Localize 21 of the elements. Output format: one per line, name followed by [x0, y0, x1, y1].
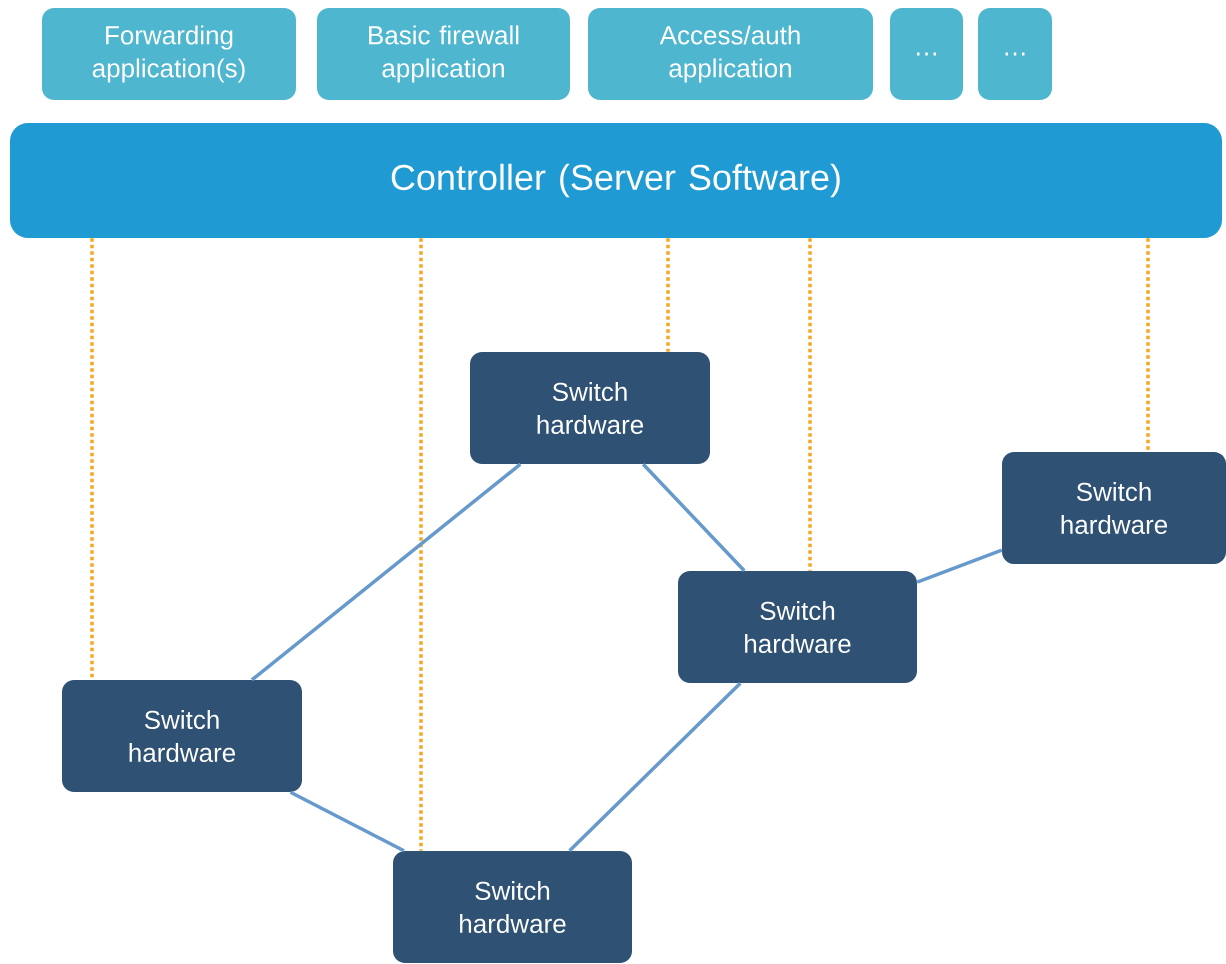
application-box: …	[890, 8, 963, 100]
application-box: …	[978, 8, 1052, 100]
application-box: Forwarding application(s)	[42, 8, 296, 100]
link-line	[289, 790, 405, 853]
dotted-connector	[1146, 238, 1150, 452]
dotted-connector	[808, 238, 812, 571]
switch-box: Switch hardware	[470, 352, 710, 464]
switch-box: Switch hardware	[393, 851, 632, 963]
switch-box: Switch hardware	[678, 571, 917, 683]
link-line	[641, 463, 746, 572]
application-box: Basic firewall application	[317, 8, 570, 100]
controller-bar: Controller (Server Software)	[10, 123, 1222, 238]
switch-box: Switch hardware	[62, 680, 302, 792]
dotted-connector	[90, 238, 94, 680]
link-line	[250, 462, 522, 682]
link-line	[916, 548, 1003, 584]
dotted-connector	[666, 238, 670, 352]
link-line	[568, 681, 742, 853]
application-box: Access/auth application	[588, 8, 873, 100]
dotted-connector	[419, 238, 423, 851]
switch-box: Switch hardware	[1002, 452, 1226, 564]
